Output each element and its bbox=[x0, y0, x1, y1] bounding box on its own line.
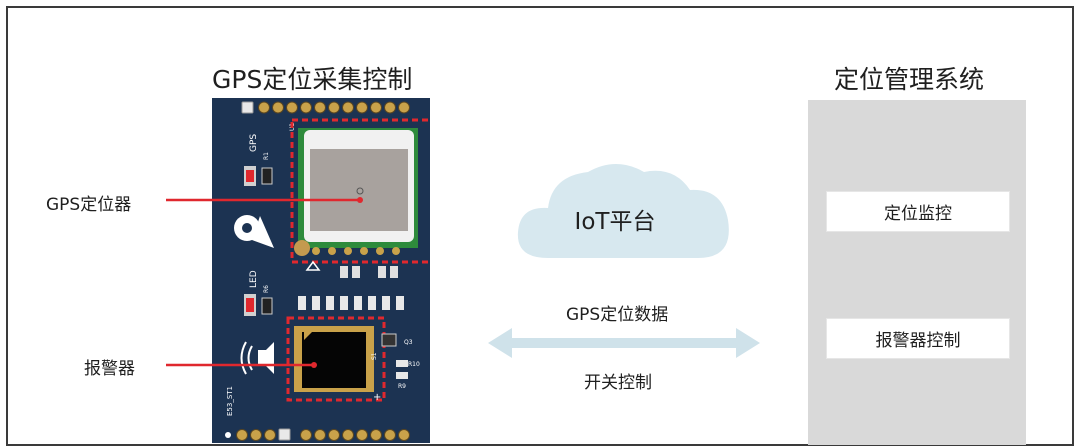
location-monitor-button[interactable]: 定位监控 bbox=[826, 191, 1010, 232]
r9-silk-label: R9 bbox=[398, 383, 406, 390]
gps-silk-label: GPS bbox=[249, 134, 259, 152]
management-system-panel bbox=[808, 100, 1026, 445]
gps-highlight-box bbox=[290, 118, 430, 264]
r6-silk-label: R6 bbox=[263, 285, 270, 293]
alarm-control-button[interactable]: 报警器控制 bbox=[826, 318, 1010, 359]
data-flow-label: GPS定位数据 bbox=[566, 305, 669, 325]
alarm-callout-label: 报警器 bbox=[84, 359, 135, 379]
led-silk-label: LED bbox=[249, 270, 259, 288]
left-title: GPS定位采集控制 bbox=[212, 65, 413, 94]
top-header-pins bbox=[241, 101, 410, 114]
s1-silk-label: S1 bbox=[371, 352, 378, 360]
iot-platform-label: IoT平台 bbox=[574, 209, 656, 235]
gps-callout-label: GPS定位器 bbox=[46, 195, 132, 215]
sensor-board: GPS R1 U1 LED R6 bbox=[212, 98, 430, 443]
location-pin-icon bbox=[234, 215, 274, 248]
svg-text:+: + bbox=[373, 392, 381, 403]
r10-silk-label: R10 bbox=[408, 361, 420, 368]
buzzer bbox=[302, 332, 366, 388]
q3-silk-label: Q3 bbox=[404, 339, 413, 346]
right-title: 定位管理系统 bbox=[834, 65, 985, 94]
board-id-label: E53_ST1 bbox=[226, 386, 234, 416]
control-flow-label: 开关控制 bbox=[584, 373, 652, 393]
r1-silk-label: R1 bbox=[263, 152, 270, 160]
gps-led bbox=[246, 170, 254, 182]
alarm-highlight-box bbox=[286, 316, 386, 402]
status-led bbox=[246, 298, 254, 312]
